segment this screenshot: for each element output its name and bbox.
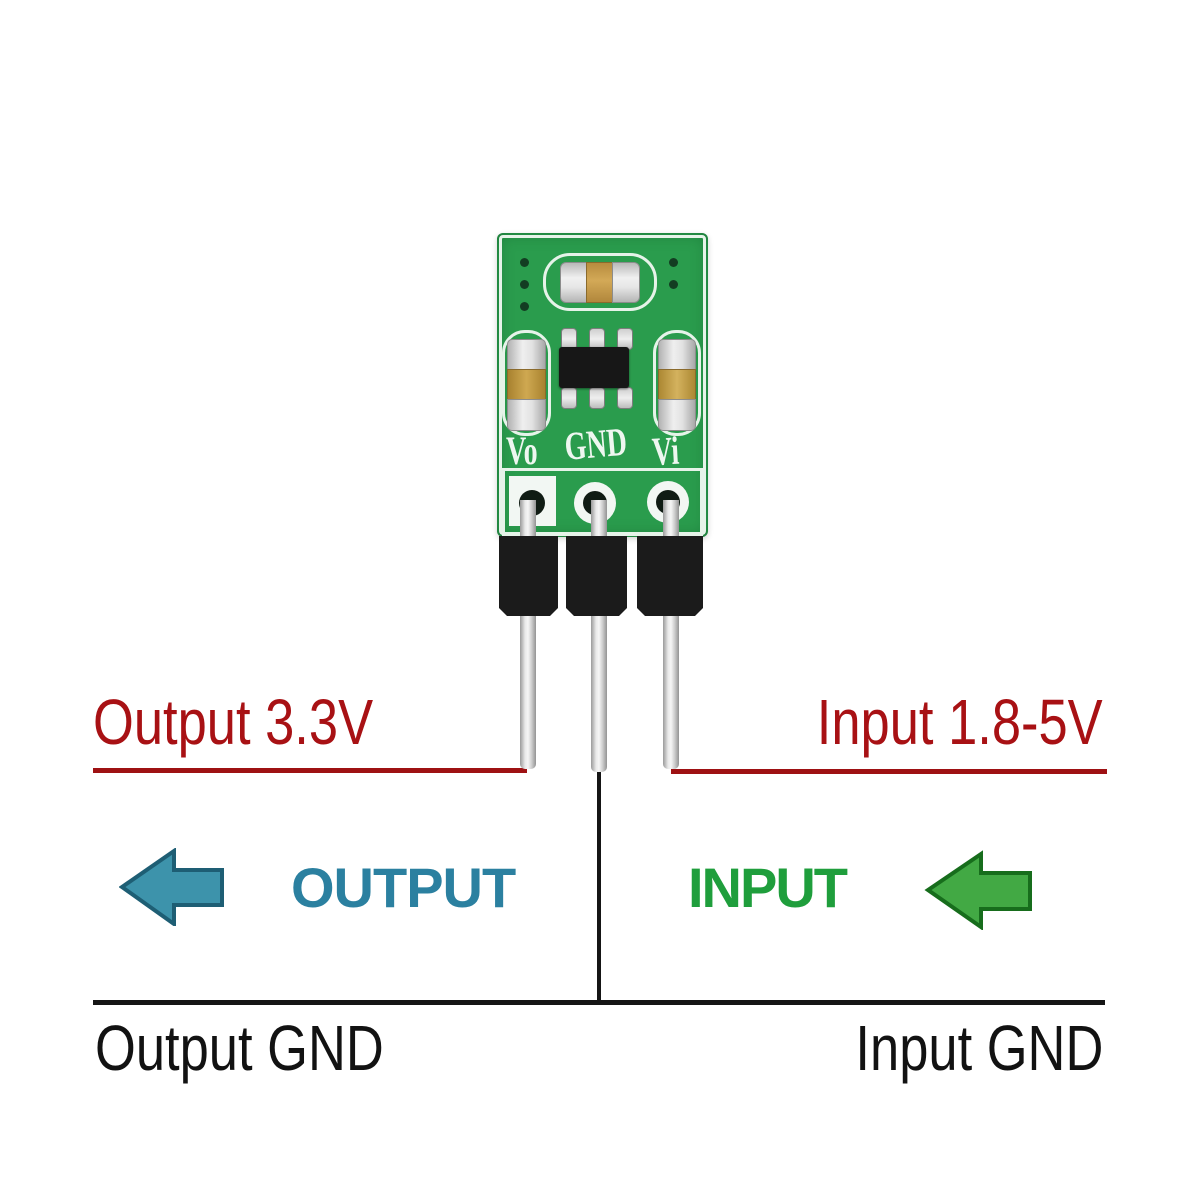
left-capacitor-outline (502, 330, 551, 436)
via-dot (520, 302, 529, 311)
top-capacitor-terminal (612, 262, 640, 303)
via-dot (520, 280, 529, 289)
input-voltage-label: Input 1.8-5V (817, 686, 1103, 758)
via-dot (520, 258, 529, 267)
left-capacitor-terminal (507, 399, 546, 431)
pin-label-vi: Vi (650, 427, 681, 474)
right-capacitor-body (658, 369, 696, 401)
right-capacitor-terminal (658, 399, 696, 431)
pin-header-plastic (637, 536, 703, 616)
pin-header-plastic (499, 536, 558, 616)
left-capacitor-body (507, 369, 546, 401)
arrow-left-shape (119, 848, 224, 926)
pin-label-gnd: GND (562, 418, 629, 469)
output-arrow-icon (119, 848, 224, 926)
pin-header-plastic (566, 536, 627, 616)
regulator-ic-chip (559, 347, 629, 388)
top-capacitor-body (586, 262, 614, 303)
output-leader-line (93, 768, 527, 773)
ic-lead (617, 387, 633, 409)
output-word-label: OUTPUT (291, 856, 516, 919)
input-word-label: INPUT (688, 856, 848, 919)
via-dot (669, 258, 678, 267)
pin-label-vo: Vo (506, 428, 538, 473)
input-gnd-label: Input GND (855, 1012, 1103, 1084)
output-voltage-label: Output 3.3V (93, 686, 374, 758)
right-capacitor-outline (653, 330, 701, 436)
left-capacitor-terminal (507, 339, 546, 371)
gnd-vertical-line (597, 770, 601, 1002)
ic-lead (561, 387, 577, 409)
via-dot (669, 280, 678, 289)
gnd-horizontal-line (93, 1000, 1105, 1005)
pcb-module: Vo GND Vi (497, 233, 708, 537)
ic-lead (589, 387, 605, 409)
arrow-left-shape (924, 850, 1032, 930)
output-gnd-label: Output GND (95, 1012, 384, 1084)
input-arrow-icon (924, 850, 1032, 930)
input-leader-line (671, 769, 1107, 774)
top-capacitor-outline (543, 253, 657, 311)
top-capacitor-terminal (560, 262, 588, 303)
right-capacitor-terminal (658, 339, 696, 371)
